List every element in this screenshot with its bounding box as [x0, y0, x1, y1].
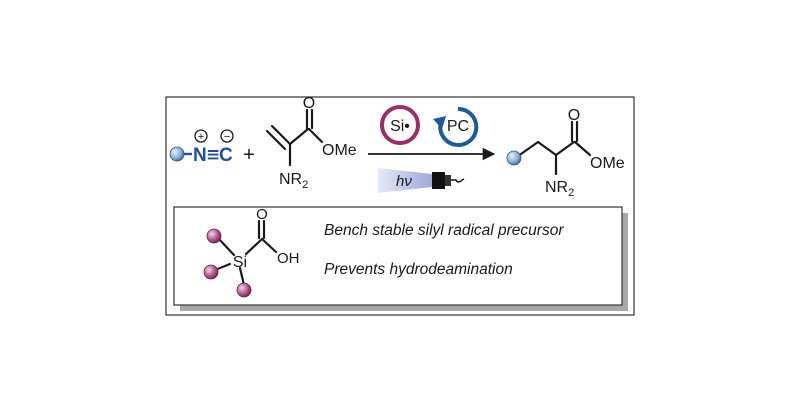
product-carbonyl-o: O — [568, 107, 580, 124]
product-amine: NR2 — [545, 179, 574, 199]
acrylate-carbonyl-o: O — [303, 95, 315, 112]
light-label: hν — [396, 173, 412, 190]
silicon-label: Si — [233, 254, 247, 271]
feature-bench-stable: Bench stable silyl radical precursor — [324, 222, 564, 239]
acrylate-ester: OMe — [322, 142, 357, 159]
silacarboxylic-acid: Si O OH — [203, 206, 300, 298]
isocyanide: N ≡ C + − — [169, 129, 234, 166]
isocyanide-triple-bond: ≡ — [206, 145, 220, 165]
isocyanide-c: C — [219, 145, 233, 166]
substituent-bead-icon — [203, 264, 219, 280]
substituent-bead-icon — [236, 282, 252, 298]
acrylate-reactant: O OMe NR2 — [265, 95, 357, 191]
catalyst-group: Si• PC hν — [368, 105, 496, 193]
isocyanide-n: N — [193, 145, 207, 166]
plus-sign: + — [243, 144, 255, 166]
acid-carbonyl-o: O — [256, 206, 268, 223]
light-source-icon — [378, 168, 465, 193]
photocatalyst-cycle-icon — [433, 106, 479, 147]
resin-bead-icon — [169, 146, 185, 162]
positive-charge-icon — [194, 129, 208, 143]
photocatalyst-label: PC — [447, 118, 469, 135]
substituent-bead-icon — [206, 228, 222, 244]
negative-charge-icon — [220, 129, 234, 143]
feature-prevents-hydrodeamination: Prevents hydrodeamination — [324, 261, 513, 278]
negative-charge: − — [224, 131, 230, 143]
product-ester: OMe — [590, 155, 625, 172]
reagent-box: Si O OH Bench stable silyl radical precu… — [173, 206, 628, 311]
silyl-radical-label: Si• — [390, 118, 410, 135]
acid-hydroxyl: OH — [277, 250, 300, 267]
product-resin-bead-icon — [506, 150, 522, 166]
product: O OMe NR2 — [506, 107, 625, 199]
silyl-radical-badge — [380, 105, 420, 145]
positive-charge: + — [198, 131, 204, 143]
acrylate-amine: NR2 — [279, 171, 308, 191]
